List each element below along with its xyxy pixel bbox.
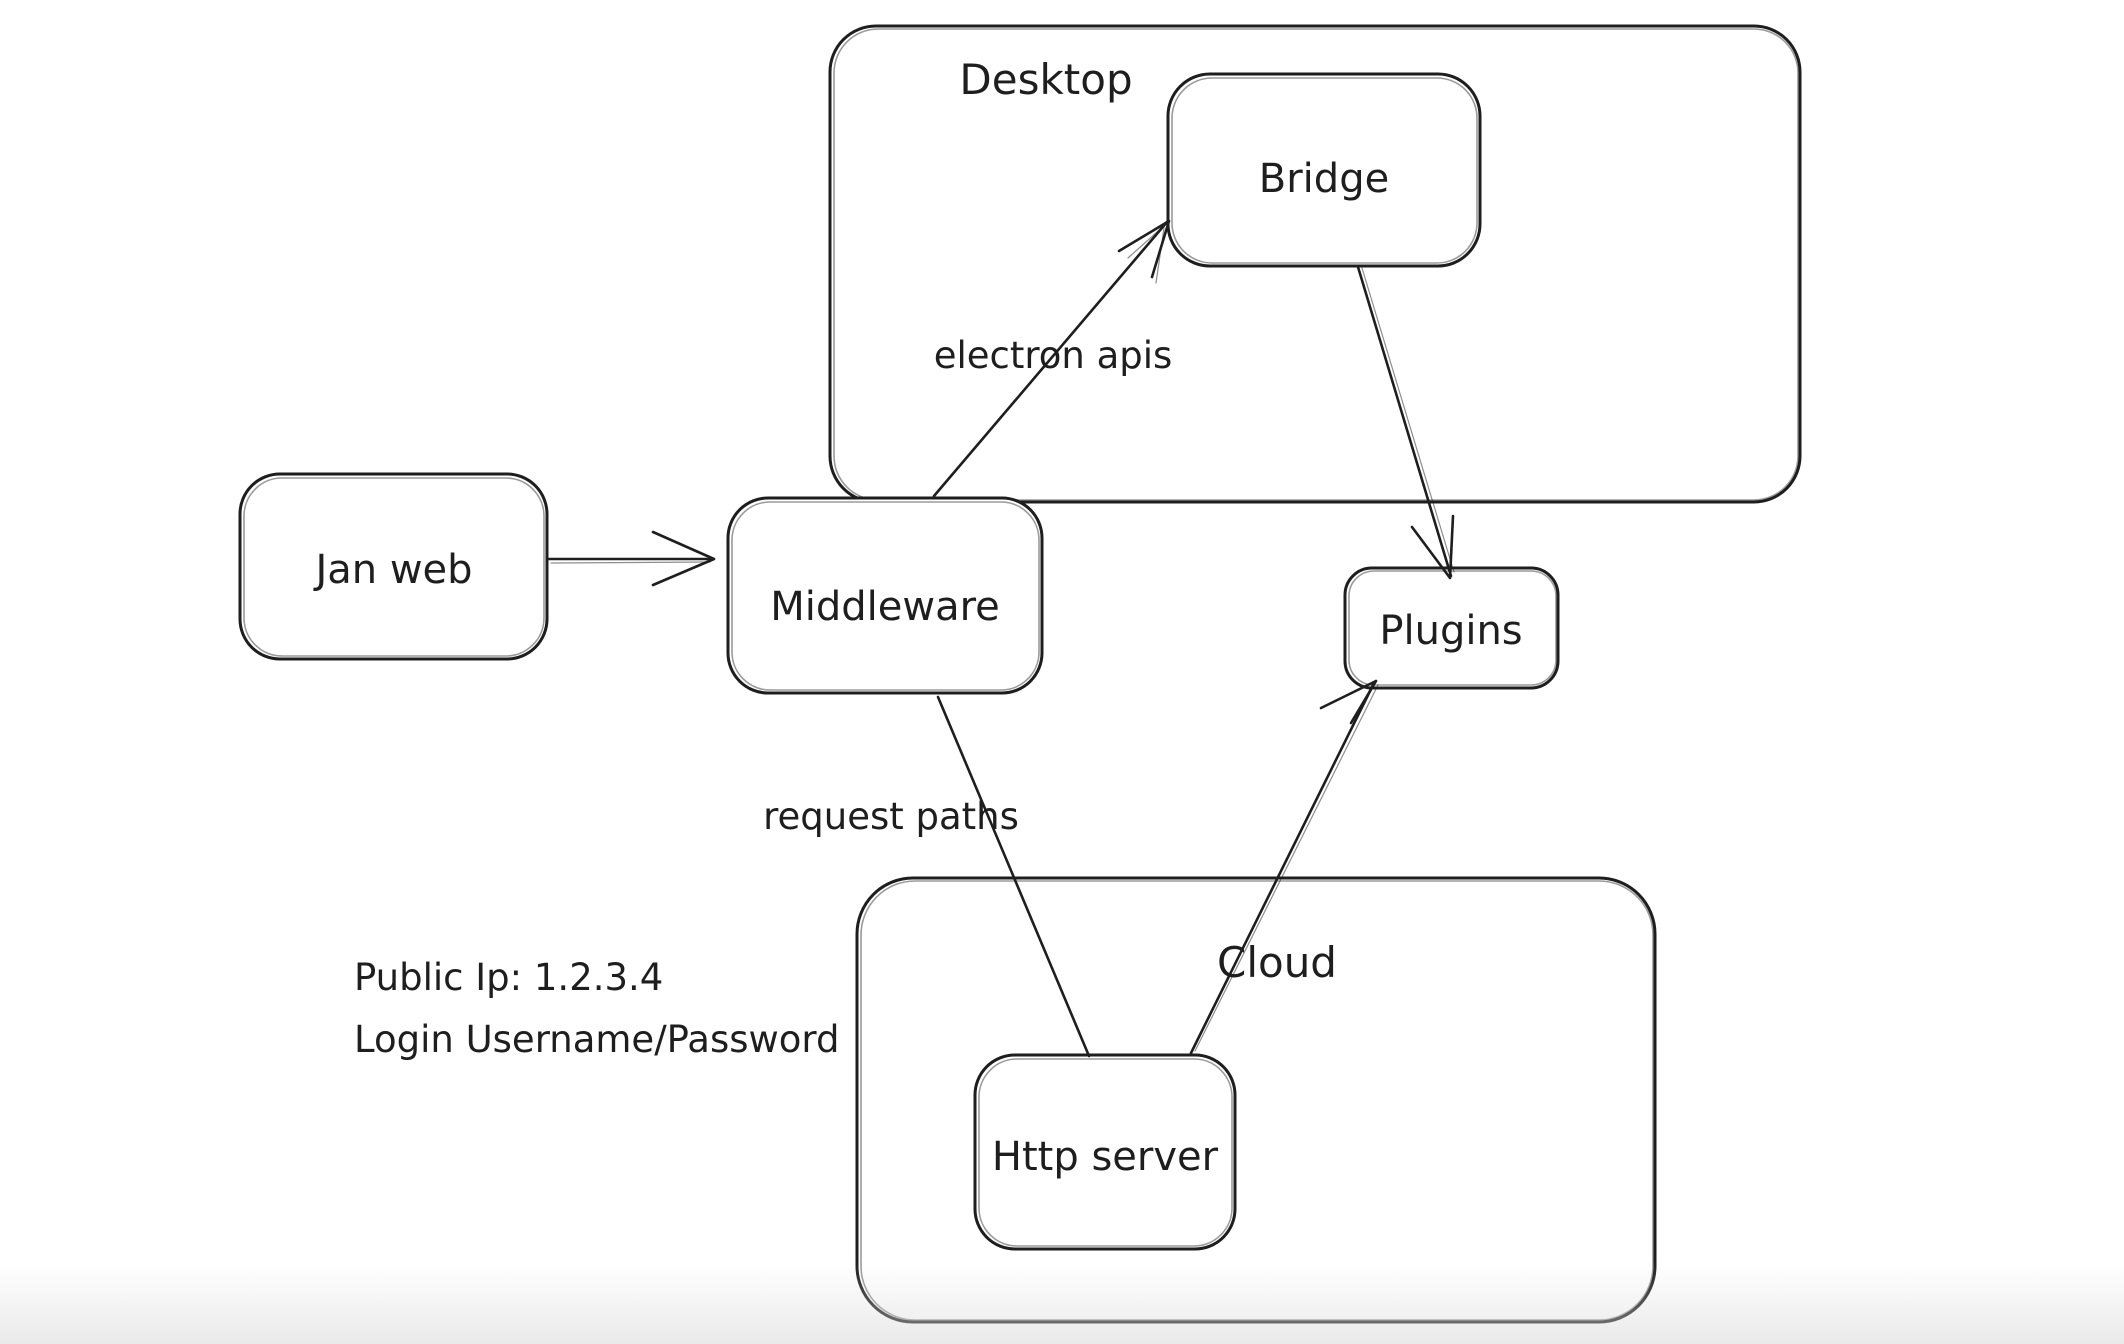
edge-http-server-to-plugins-sketch-stroke [1194,684,1379,1052]
desktop-container-label[interactable]: Desktop [959,55,1132,104]
arrowhead-right-icon [651,530,716,587]
arrowhead-up-icon [1319,679,1378,725]
node-http-server-label[interactable]: Http server [992,1134,1219,1180]
node-bridge-label[interactable]: Bridge [1259,156,1389,202]
edge-middleware-to-bridge[interactable]: electron apis [932,219,1173,498]
login-note-line[interactable]: Login Username/Password [354,1018,839,1061]
node-middleware-sketch-stroke [731,501,1040,691]
node-bridge[interactable]: Bridge [1166,72,1482,268]
edge-middleware-to-bridge-label[interactable]: electron apis [934,334,1173,377]
arrowhead-down-icon [1410,514,1455,580]
node-middleware[interactable]: Middleware [726,496,1044,695]
edge-middleware-to-http-server[interactable]: request paths [763,695,1091,1058]
desktop-container[interactable]: Desktop [828,24,1802,504]
node-plugins-label[interactable]: Plugins [1379,608,1522,654]
bottom-fade-strip [0,1262,2124,1344]
edge-jan-web-to-middleware-sketch-stroke [550,561,711,564]
node-jan-web-sketch-stroke [243,477,545,657]
node-plugins[interactable]: Plugins [1343,566,1560,690]
node-jan-web-label[interactable]: Jan web [312,547,472,593]
edge-bridge-to-plugins-sketch-stroke [1361,267,1455,573]
node-http-server[interactable]: Http server [973,1053,1237,1251]
edge-middleware-to-http-server-label[interactable]: request paths [763,795,1019,838]
edge-middleware-to-bridge-sketch-stroke [1127,223,1167,284]
edge-http-server-to-plugins[interactable] [1189,679,1379,1055]
edge-jan-web-to-middleware[interactable] [547,530,716,587]
node-jan-web[interactable]: Jan web [238,472,549,661]
node-plugins-sketch-stroke [1348,570,1557,686]
public-ip-note-line[interactable]: Public Ip: 1.2.3.4 [354,956,663,999]
edge-bridge-to-plugins[interactable] [1356,265,1455,580]
desktop-container-sketch-stroke [833,28,1799,501]
node-http-server-sketch-stroke [978,1058,1233,1247]
node-bridge-sketch-stroke [1171,77,1478,264]
credentials-note[interactable]: Public Ip: 1.2.3.4 Login Username/Passwo… [354,956,839,1061]
node-middleware-label[interactable]: Middleware [770,584,1000,630]
